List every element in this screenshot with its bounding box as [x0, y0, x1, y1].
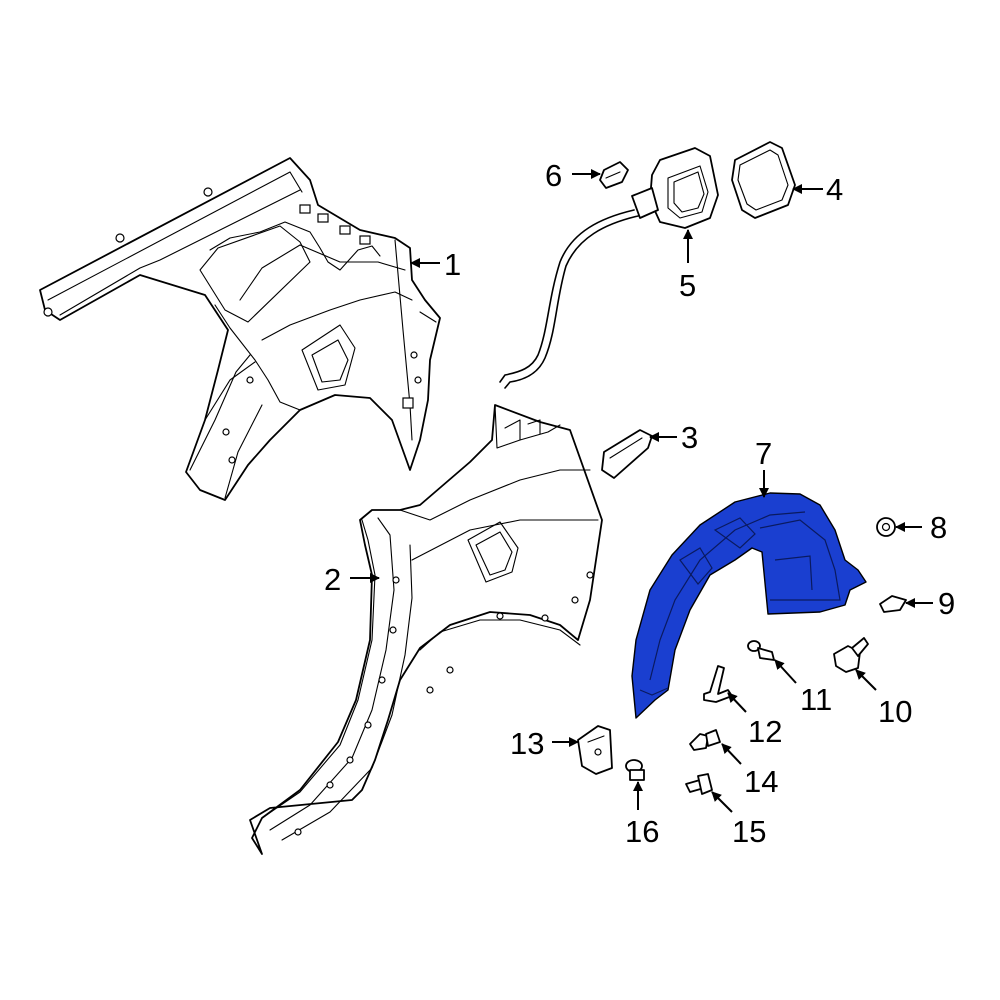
- callout-11: 11: [800, 682, 832, 717]
- part-5-fuel-door-housing[interactable]: [499, 147, 719, 389]
- arrow-14: [721, 743, 742, 765]
- callout-9: 9: [938, 586, 955, 621]
- callout-15: 15: [732, 814, 766, 849]
- part-13-bracket[interactable]: [577, 725, 613, 775]
- callout-14: 14: [744, 764, 778, 799]
- callout-1: 1: [444, 247, 461, 282]
- callout-6: 6: [545, 158, 562, 193]
- part-4-fuel-door[interactable]: [731, 141, 796, 219]
- callout-2: 2: [324, 562, 341, 597]
- part-12-clip[interactable]: [703, 665, 733, 703]
- callout-3: 3: [681, 420, 698, 455]
- arrow-15: [711, 791, 733, 813]
- leader-arrows: [350, 169, 933, 813]
- part-15-screw[interactable]: [685, 773, 713, 795]
- part-11-bolt[interactable]: [747, 640, 775, 661]
- part-14-pin[interactable]: [689, 729, 721, 751]
- callout-8: 8: [930, 510, 947, 545]
- arrow-11: [774, 659, 797, 684]
- callout-5: 5: [679, 268, 696, 303]
- callout-labels: 1 2 3 4 5 6 7 8 9 10 11 12 13 14 15 16: [324, 158, 955, 849]
- part-16-bolt[interactable]: [625, 759, 645, 781]
- callout-13: 13: [510, 726, 544, 761]
- callout-10: 10: [878, 694, 912, 729]
- arrow-12: [727, 692, 747, 713]
- callout-12: 12: [748, 714, 782, 749]
- part-8-washer[interactable]: [876, 517, 896, 537]
- part-9-clip[interactable]: [879, 595, 907, 613]
- callout-16: 16: [625, 814, 659, 849]
- arrow-10: [855, 669, 877, 691]
- part-7-fender-liner[interactable]: [631, 492, 867, 719]
- part-2-outer-quarter-panel[interactable]: [249, 404, 603, 855]
- part-6-clip[interactable]: [599, 161, 629, 189]
- part-1-inner-quarter-panel[interactable]: [39, 157, 441, 501]
- part-3-plate[interactable]: [601, 429, 653, 479]
- callout-4: 4: [826, 172, 843, 207]
- part-10-push-pin[interactable]: [833, 637, 869, 673]
- callout-7: 7: [755, 436, 772, 471]
